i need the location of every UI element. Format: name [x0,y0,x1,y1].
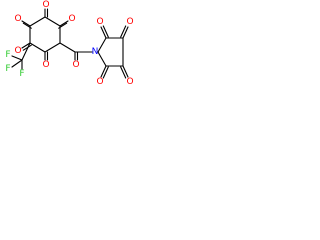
bond [100,26,107,39]
bond [59,20,69,27]
atom-labels: O O O O O O N O O O O F F F [5,0,133,87]
atom-o4: O [14,46,21,56]
bond [21,42,31,49]
bonds [11,8,129,79]
bond [102,66,109,79]
bond [122,65,129,78]
atom-o2: O [14,14,21,24]
atom-o1: O [42,0,49,10]
bond [102,25,109,38]
bond [11,55,23,61]
atom-n1: N [92,47,99,57]
bond [97,51,107,67]
atom-o8: O [126,17,133,27]
bond [97,37,107,53]
atom-o9: O [96,77,103,87]
atom-f2: F [5,64,10,74]
bond [59,42,76,53]
bond [122,26,129,39]
bond [29,16,46,27]
atom-o6: O [72,60,79,70]
bond [21,20,31,27]
bond [21,42,31,61]
atom-o5: O [42,60,49,70]
atom-o7: O [96,17,103,27]
bond [44,16,61,27]
bond [120,25,127,38]
bond [58,22,68,29]
atom-o3: O [68,14,75,24]
bond [44,42,61,53]
bond [11,59,23,68]
bond [100,65,107,78]
structure-drawing: O O O O O O N O O O O F F F [5,0,133,87]
bond [120,66,127,79]
bond [29,42,46,53]
bond [22,22,32,29]
atom-o10: O [126,77,133,87]
atom-f1: F [5,50,10,60]
atom-f3: F [19,69,24,79]
